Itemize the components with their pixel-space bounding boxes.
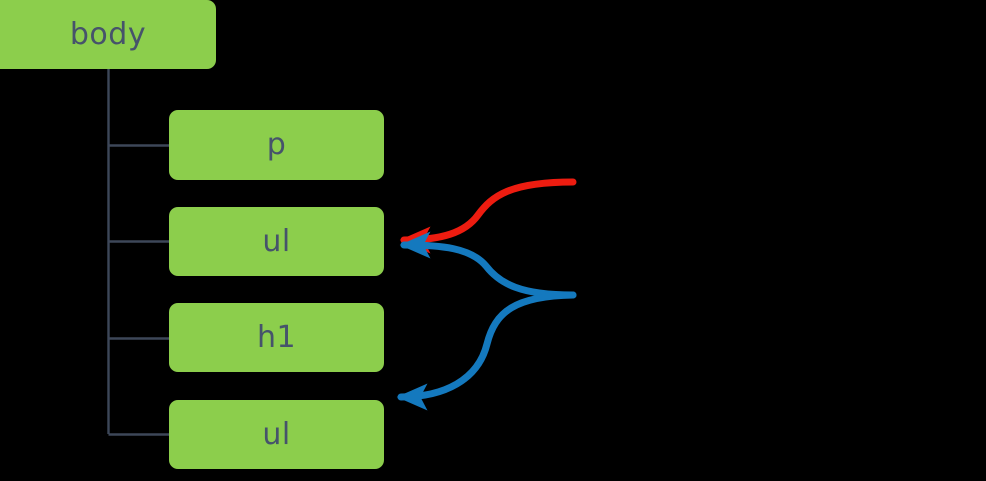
tree-node-body-label: body [69,16,147,52]
tree-node-h1-label: h1 [256,319,297,355]
blue-annotation-arrow-lower [396,291,577,411]
tree-node-ul-second-label: ul [262,416,291,452]
blue-annotation-arrow-upper [399,231,577,299]
tree-node-h1[interactable]: h1 [169,303,384,372]
tree-node-p-label: p [266,127,287,162]
tree-node-body[interactable]: body [0,0,216,69]
tree-node-ul-second[interactable]: ul [169,400,384,469]
tree-node-p[interactable]: p [169,110,384,180]
tree-node-ul-first-label: ul [262,223,291,259]
tree-node-ul-first[interactable]: ul [169,207,384,276]
red-annotation-arrow [399,178,577,254]
